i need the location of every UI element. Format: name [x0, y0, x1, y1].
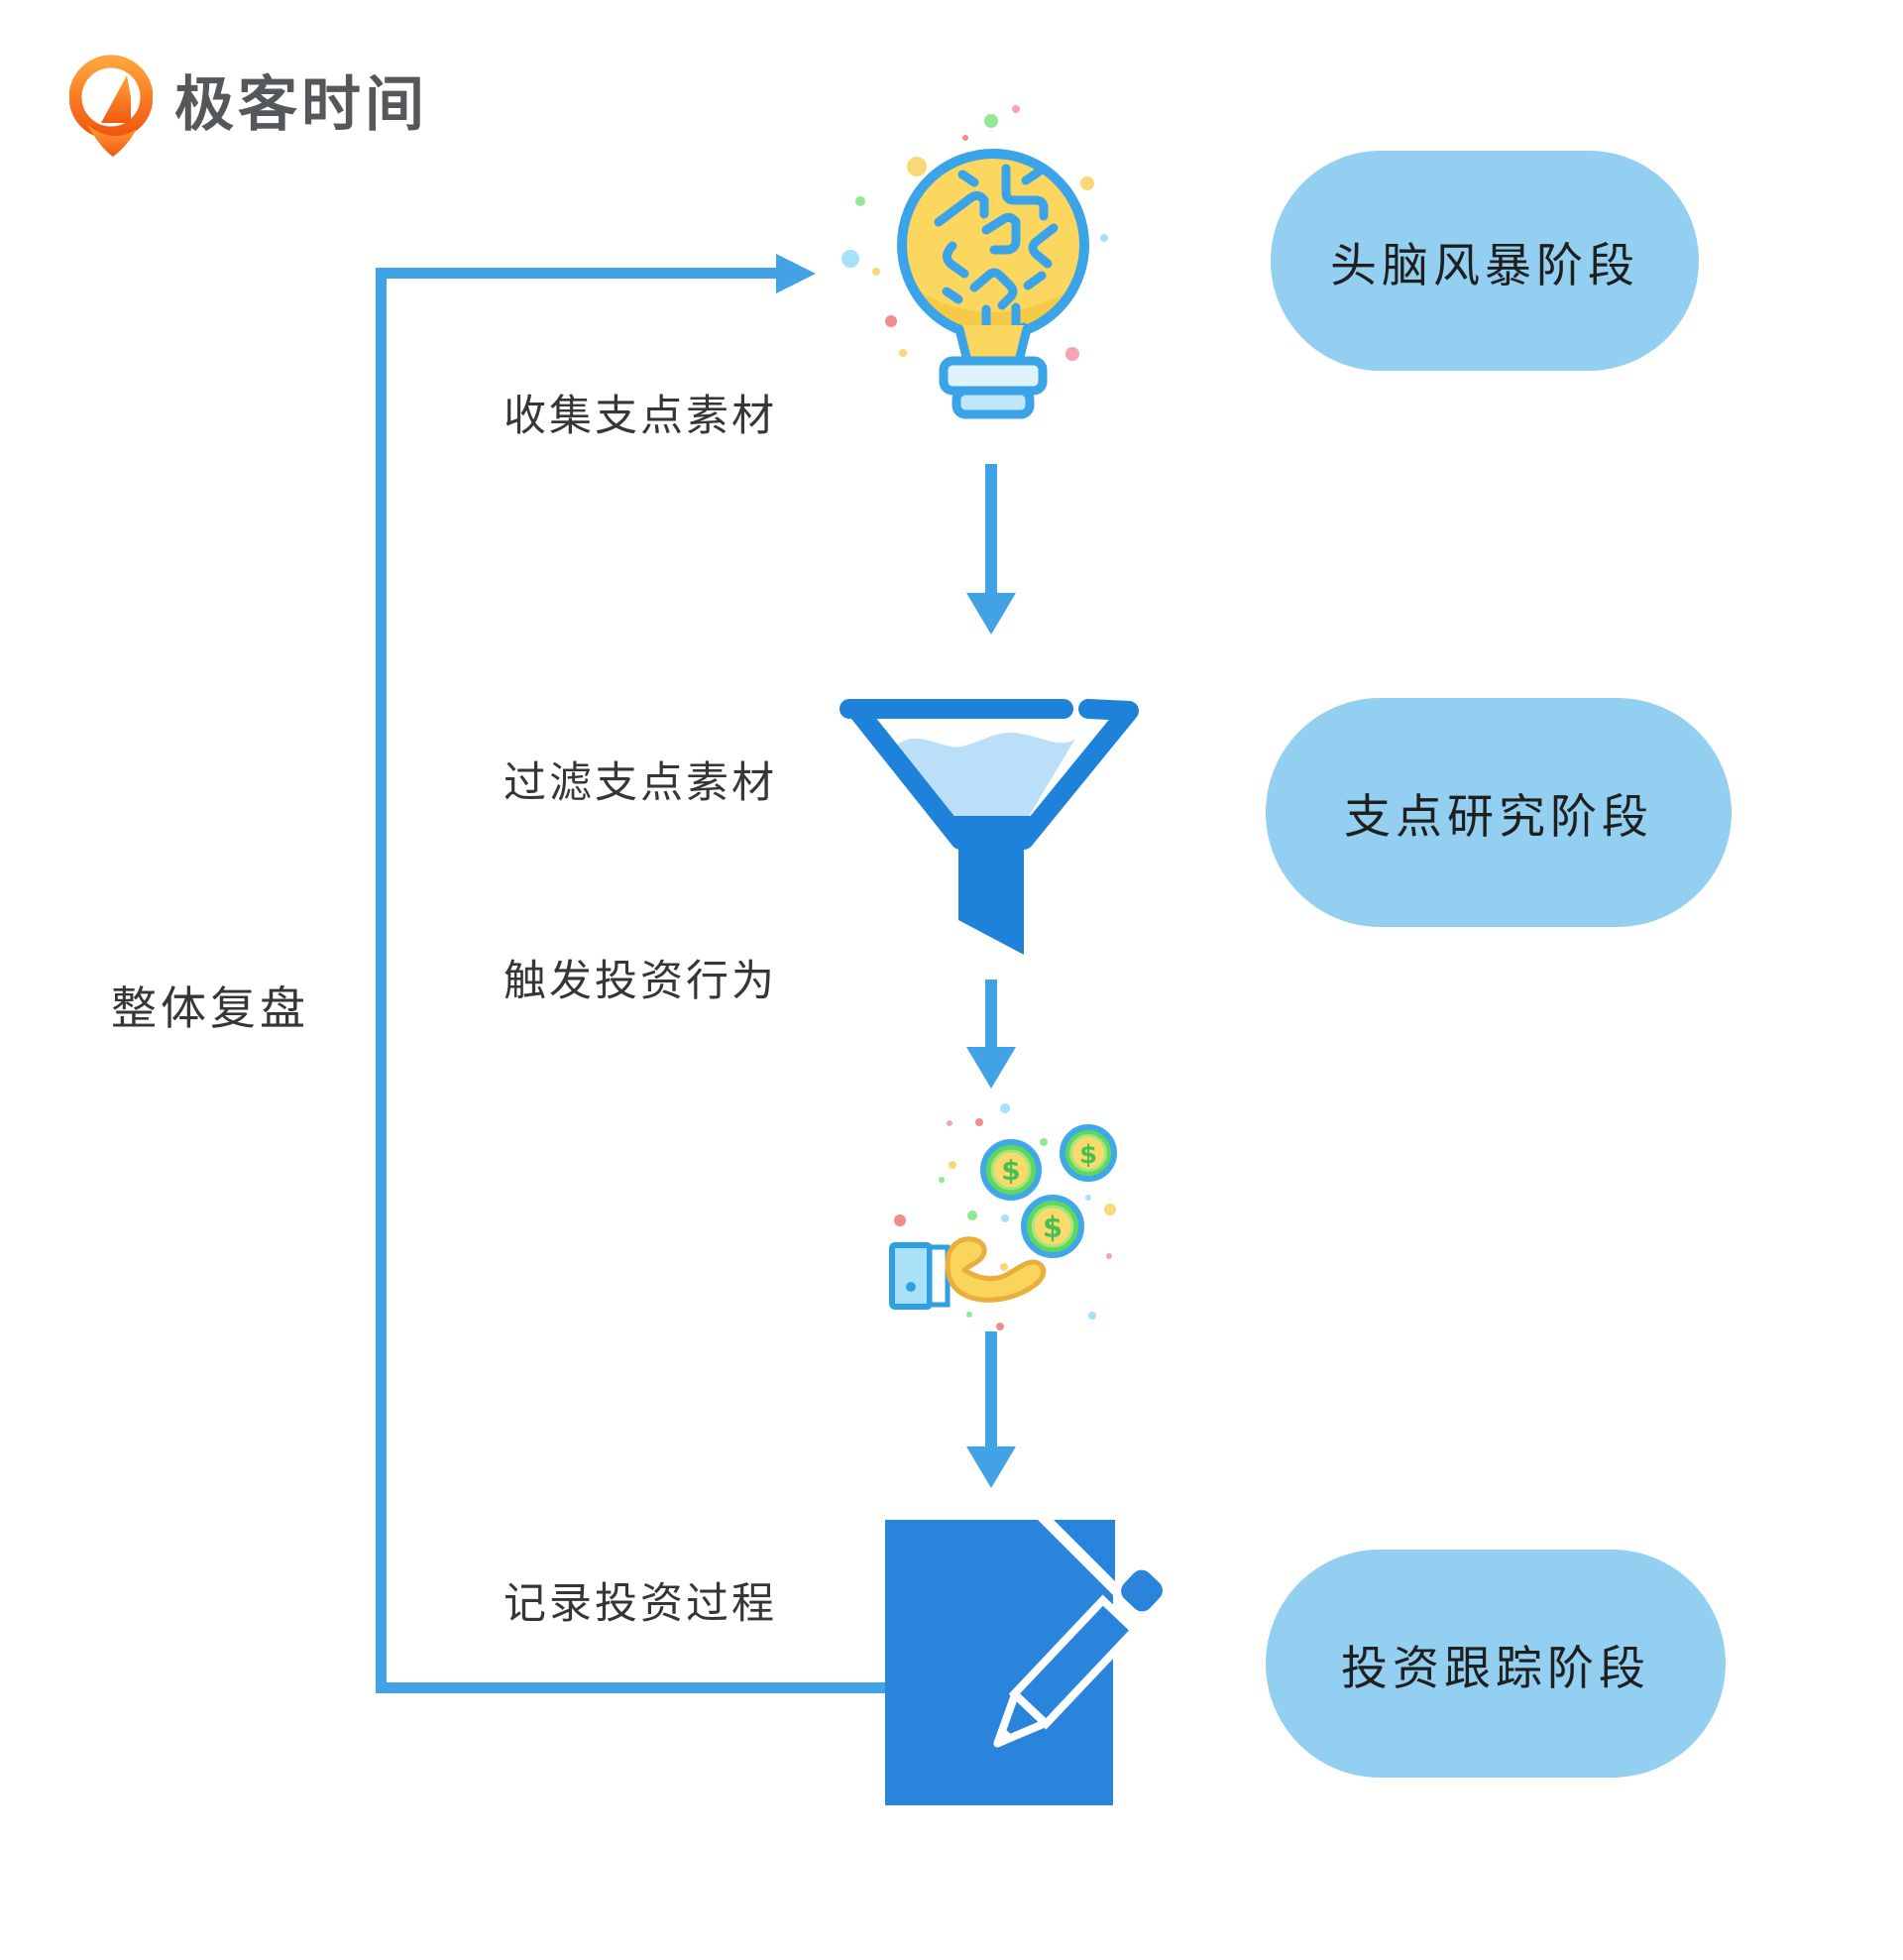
- feedback-loop-arrowhead: [776, 254, 816, 293]
- flow-arrowhead-3: [966, 1446, 1016, 1488]
- flow-arrowhead-1: [966, 593, 1016, 634]
- stage-pill-brainstorm-label: 头脑风暴阶段: [1330, 238, 1639, 291]
- feedback-loop-vertical-line: [376, 268, 387, 1693]
- stage-pill-tracking: 投资跟踪阶段: [1266, 1550, 1726, 1778]
- step-label-filter: 过滤支点素材: [504, 759, 777, 807]
- confetti-dots: [894, 1103, 1116, 1330]
- geektime-pin-icon: [69, 55, 153, 157]
- loop-label: 整体复盘: [111, 982, 309, 1034]
- hand-coins-icon: $ $ $: [887, 1103, 1135, 1330]
- idea-bulb-icon: [841, 105, 1108, 419]
- step-label-record: 记录投资过程: [504, 1580, 777, 1628]
- stage-pill-research: 支点研究阶段: [1266, 698, 1732, 927]
- feedback-loop-top-line: [376, 268, 778, 279]
- stage-pill-tracking-label: 投资跟踪阶段: [1341, 1641, 1650, 1694]
- coin-icon: $: [1060, 1124, 1117, 1182]
- stage-pill-brainstorm: 头脑风暴阶段: [1271, 151, 1699, 371]
- coin-icon: $: [980, 1139, 1042, 1201]
- stage-pill-research-label: 支点研究阶段: [1344, 790, 1653, 843]
- coin-icon: $: [1021, 1195, 1084, 1258]
- document-pencil-icon: [885, 1520, 1171, 1805]
- pencil-glyph: [993, 1561, 1171, 1748]
- step-label-collect: 收集支点素材: [504, 393, 777, 440]
- flow-arrowhead-2: [966, 1047, 1016, 1089]
- flow-arrow-line-2: [985, 980, 997, 1049]
- svg-text:$: $: [1043, 1211, 1063, 1244]
- svg-text:$: $: [1001, 1154, 1020, 1187]
- step-label-trigger: 触发投资行为: [504, 958, 777, 1005]
- brand-name: 极客时间: [174, 71, 428, 138]
- brand-logo: 极客时间: [69, 52, 428, 159]
- feedback-loop-bottom-line: [376, 1682, 885, 1693]
- flow-arrow-line-1: [985, 464, 997, 595]
- confetti-dots: [841, 105, 1108, 361]
- funnel-icon: [838, 689, 1145, 957]
- flow-arrow-line-3: [985, 1331, 997, 1448]
- svg-text:$: $: [1079, 1140, 1097, 1170]
